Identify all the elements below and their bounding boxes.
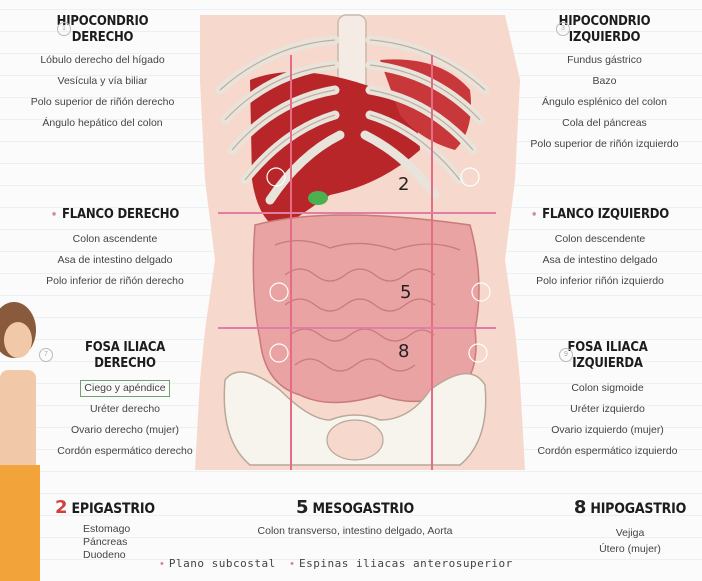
zone-number-5: 5	[296, 497, 308, 518]
region-title: FLANCO IZQUIERDO	[542, 207, 669, 222]
region-title: MESOGASTRIO	[312, 501, 414, 517]
list-item: Ovario derecho (mujer)	[35, 420, 215, 441]
list-item: Polo superior de riñón izquierdo	[512, 134, 697, 155]
legend-espinas-iliacas: Espinas iliacas anterosuperior	[299, 557, 513, 570]
list-item: Fundus gástrico	[512, 50, 697, 71]
list-item: Asa de intestino delgado	[500, 250, 700, 271]
list-item: Ángulo esplénico del colon	[512, 92, 697, 113]
character-illustration	[0, 300, 40, 581]
list-item: Polo inferior riñón izquierdo	[500, 271, 700, 292]
region-title: HIPOGASTRIO	[590, 501, 686, 517]
legend-plano-subcostal: Plano subcostal	[169, 557, 276, 570]
list-item: Colon sigmoide	[515, 378, 700, 399]
region-title-line2: IZQUIERDO	[512, 30, 697, 46]
list-item: Ovario izquierdo (mujer)	[515, 420, 700, 441]
region-title: HIPOCONDRIO	[10, 14, 195, 30]
list-item: Cola del páncreas	[512, 113, 697, 134]
bullet-icon: •	[531, 208, 537, 221]
zone-number-8: 8	[574, 497, 586, 518]
list-item: Uréter izquierdo	[515, 399, 700, 420]
region-title: FOSA ILIACA	[35, 340, 215, 356]
zone-8-label: 8	[398, 341, 409, 362]
list-item: Colon ascendente	[10, 229, 220, 250]
gallbladder	[308, 191, 328, 205]
list-item: Ángulo hepático del colon	[10, 113, 195, 134]
list-item: Páncreas	[83, 536, 205, 549]
zone-5-label: 5	[400, 282, 411, 303]
region-title: FLANCO DERECHO	[62, 207, 179, 222]
legend-bullet-icon: •	[290, 558, 294, 570]
region-title: EPIGASTRIO	[72, 501, 155, 517]
legend: • Plano subcostal • Espinas iliacas antero…	[160, 554, 560, 572]
region-title-line2: DERECHO	[35, 356, 215, 372]
highlighted-item: Ciego y apéndice	[80, 380, 169, 397]
region-flanco-derecho: • FLANCO DERECHO Colon ascendente Asa de …	[10, 207, 220, 292]
list-item: Vesícula y vía biliar	[10, 71, 195, 92]
list-item: Polo superior de riñón derecho	[10, 92, 195, 113]
bullet-icon: •	[51, 208, 57, 221]
region-epigastrio: 2 EPIGASTRIO Estomago Páncreas Duodeno	[55, 500, 205, 562]
zone-2-label: 2	[398, 174, 409, 195]
list-item: Útero (mujer)	[565, 543, 695, 556]
region-number-3: 3	[556, 22, 570, 36]
region-hipocondrio-izquierdo: 3 HIPOCONDRIO IZQUIERDO Fundus gástrico …	[512, 14, 697, 155]
region-number-1: 1	[57, 22, 71, 36]
list-item: Lóbulo derecho del hígado	[10, 50, 195, 71]
list-item: Polo inferior de riñón derecho	[10, 271, 220, 292]
legend-bullet-icon: •	[160, 558, 164, 570]
region-number-7: 7	[39, 348, 53, 362]
list-item: Bazo	[512, 71, 697, 92]
region-title-line2: IZQUIERDA	[515, 356, 700, 372]
list-item: Cordón espermático derecho	[35, 441, 215, 462]
zone-number-2: 2	[55, 497, 67, 518]
region-hipogastrio: 8 HIPOGASTRIO Vejiga Útero (mujer)	[565, 500, 695, 556]
list-item: Asa de intestino delgado	[10, 250, 220, 271]
region-flanco-izquierdo: • FLANCO IZQUIERDO Colon descendente Asa …	[500, 207, 700, 292]
region-hipocondrio-derecho: 1 HIPOCONDRIO DERECHO Lóbulo derecho del…	[10, 14, 195, 134]
list-item: Colon transverso, intestino delgado, Aor…	[220, 525, 490, 538]
list-item: Vejiga	[565, 523, 695, 543]
list-item: Estomago	[83, 523, 205, 536]
region-fosa-iliaca-izquierda: 9 FOSA ILIACA IZQUIERDA Colon sigmoide U…	[515, 340, 700, 462]
region-number-9: 9	[559, 348, 573, 362]
list-item: Uréter derecho	[35, 399, 215, 420]
region-fosa-iliaca-derecha: 7 FOSA ILIACA DERECHO Ciego y apéndice U…	[35, 340, 215, 462]
region-mesogastrio: 5 MESOGASTRIO Colon transverso, intestin…	[220, 500, 490, 538]
region-title: HIPOCONDRIO	[512, 14, 697, 30]
list-item: Cordón espermático izquierdo	[515, 441, 700, 462]
list-item: Colon descendente	[500, 229, 700, 250]
region-title: FOSA ILIACA	[515, 340, 700, 356]
region-title-line2: DERECHO	[10, 30, 195, 46]
